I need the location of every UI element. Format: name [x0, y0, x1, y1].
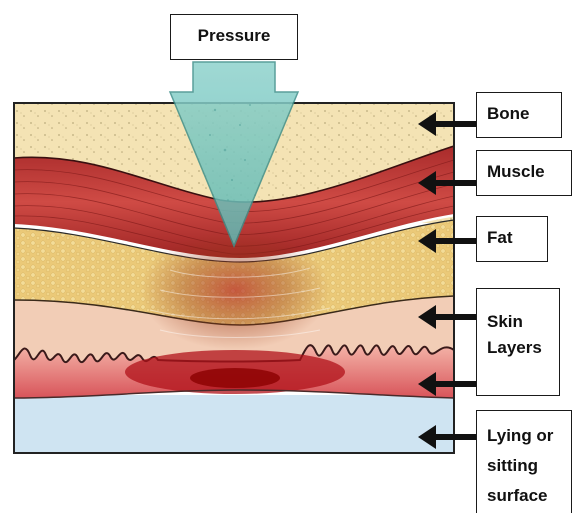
skin-label-line2: Layers [487, 335, 549, 361]
muscle-label: Muscle [476, 150, 572, 196]
bone-label-text: Bone [487, 101, 551, 127]
surface-layer [14, 395, 454, 455]
pressure-label: Pressure [170, 14, 298, 60]
damage-zone-core [190, 368, 280, 388]
fat-label: Fat [476, 216, 548, 262]
surface-label: Lying or sitting surface [476, 410, 572, 513]
surface-label-line2: sitting [487, 451, 561, 481]
skin-label-line1: Skin [487, 309, 549, 335]
surface-label-line1: Lying or [487, 421, 561, 451]
muscle-label-text: Muscle [487, 159, 561, 185]
bone-label: Bone [476, 92, 562, 138]
skin-layers-label: Skin Layers [476, 288, 560, 396]
fat-label-text: Fat [487, 225, 537, 251]
pressure-label-text: Pressure [181, 23, 287, 49]
surface-label-line3: surface [487, 481, 561, 511]
